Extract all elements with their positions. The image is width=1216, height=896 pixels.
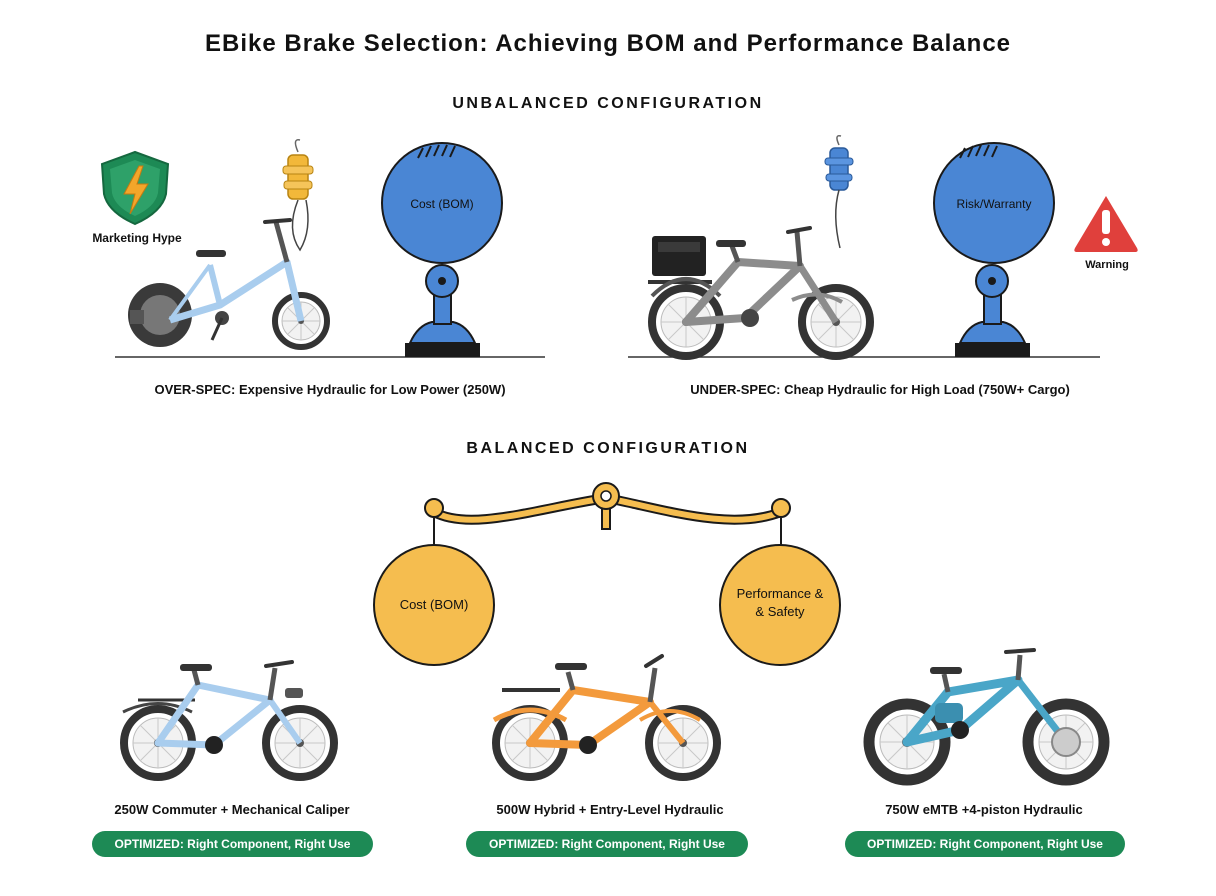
warning-badge: Warning xyxy=(1074,196,1138,271)
over-spec-caption: OVER-SPEC: Expensive Hydraulic for Low P… xyxy=(154,382,506,397)
folding-bike-illustration xyxy=(115,139,545,358)
warning-label: Warning xyxy=(1085,259,1129,271)
cost-weight-label: Cost (BOM) xyxy=(400,597,469,612)
marketing-hype-label: Marketing Hype xyxy=(92,231,182,245)
performance-weight-line2: & Safety xyxy=(755,604,805,619)
hydraulic-caliper-gold xyxy=(282,139,314,200)
hybrid-caption: 500W Hybrid + Entry-Level Hydraulic xyxy=(496,802,724,817)
performance-weight-line1: Performance & xyxy=(737,586,824,601)
hydraulic-caliper-blue xyxy=(824,134,854,249)
optimized-badge-commuter: OPTIMIZED: Right Component, Right Use xyxy=(92,831,373,857)
emtb-bike-illustration xyxy=(869,648,1104,780)
risk-warranty-label: Risk/Warranty xyxy=(957,197,1032,211)
commuter-bike-illustration xyxy=(123,660,334,777)
performance-weight: Performance & & Safety xyxy=(719,544,841,666)
cost-gauge-label: Cost (BOM) xyxy=(410,197,473,211)
cost-weight: Cost (BOM) xyxy=(373,544,495,666)
balanced-heading: BALANCED CONFIGURATION xyxy=(466,440,750,457)
unbalanced-heading: UNBALANCED CONFIGURATION xyxy=(452,95,764,112)
optimized-badge-emtb: OPTIMIZED: Right Component, Right Use xyxy=(845,831,1125,857)
emtb-caption: 750W eMTB +4-piston Hydraulic xyxy=(885,802,1083,817)
balance-scale: Cost (BOM) Performance & & Safety xyxy=(373,482,841,666)
page-title: EBike Brake Selection: Achieving BOM and… xyxy=(204,30,1012,57)
cost-gauge: Cost (BOM) xyxy=(381,142,503,357)
under-spec-caption: UNDER-SPEC: Cheap Hydraulic for High Loa… xyxy=(690,382,1070,397)
commuter-caption: 250W Commuter + Mechanical Caliper xyxy=(114,802,350,817)
marketing-hype-badge: Marketing Hype xyxy=(92,150,182,245)
risk-warranty-gauge: Risk/Warranty xyxy=(933,142,1055,357)
optimized-badge-hybrid: OPTIMIZED: Right Component, Right Use xyxy=(466,831,748,857)
hybrid-bike-illustration xyxy=(494,654,717,777)
